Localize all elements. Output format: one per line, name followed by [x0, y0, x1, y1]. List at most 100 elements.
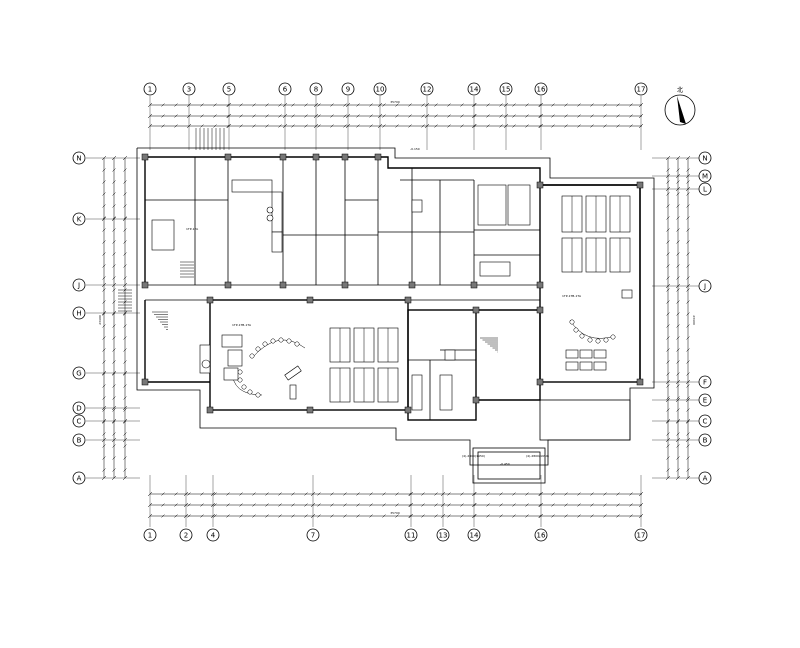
svg-text:17: 17: [637, 532, 646, 540]
grid-bubble-f: F: [698, 375, 712, 389]
interior-walls: [145, 157, 540, 420]
grid-bubble-4: 4: [206, 528, 220, 542]
grid-bubble-c: C: [698, 414, 712, 428]
grid-bubble-16: 16: [534, 82, 548, 96]
svg-text:H: H: [76, 310, 81, 318]
north-arrow-label: 北: [677, 86, 683, 94]
grid-bubble-15: 15: [499, 82, 513, 96]
grid-bubble-j: J: [72, 278, 86, 292]
grid-bubble-1: 1: [143, 528, 157, 542]
grid-bubble-14: 14: [467, 82, 481, 96]
grid-bubble-h: H: [72, 306, 86, 320]
grid-bubble-c: C: [72, 414, 86, 428]
svg-text:14: 14: [470, 86, 479, 94]
grid-bubble-j: J: [698, 279, 712, 293]
svg-text:4: 4: [211, 532, 216, 540]
bottom-dimension-lines: [147, 491, 644, 519]
grid-bubble-b: B: [698, 433, 712, 447]
grid-bubble-m: M: [698, 169, 712, 183]
svg-text:14: 14: [470, 532, 479, 540]
grid-bubble-11: 11: [404, 528, 418, 542]
svg-text:6: 6: [283, 86, 288, 94]
svg-text:5: 5: [227, 86, 231, 94]
svg-text:9: 9: [346, 86, 350, 94]
structural-columns: [141, 153, 644, 414]
svg-text:2: 2: [184, 532, 188, 540]
bottom-grid-bubbles: 1 2 4 7 11 13 14 16 17: [143, 528, 648, 542]
left-grid-bubbles: N K J H G DC B A: [72, 151, 86, 485]
left-overall-dimension: 23400: [98, 315, 102, 325]
grid-bubble-g: G: [72, 366, 86, 380]
svg-text:N: N: [76, 155, 81, 163]
svg-text:A: A: [77, 475, 82, 483]
section-mark-2: (4)-2800(1950): [526, 454, 549, 458]
display-panels-left-hall: [329, 327, 399, 403]
svg-text:K: K: [77, 216, 82, 224]
top-dimension-lines: [147, 102, 644, 129]
grid-bubble-n: N: [72, 151, 86, 165]
grid-bubble-8: 8: [309, 82, 323, 96]
svg-text:15: 15: [502, 86, 511, 94]
curved-seating: [231, 319, 616, 400]
svg-text:C: C: [703, 418, 708, 426]
svg-text:10: 10: [376, 86, 385, 94]
grid-bubble-9: 9: [341, 82, 355, 96]
svg-text:B: B: [77, 437, 82, 445]
svg-text:B: B: [703, 437, 708, 445]
level-mark-top: -0.150: [410, 147, 420, 151]
svg-text:L: L: [703, 186, 707, 194]
grid-bubble-7: 7: [306, 528, 320, 542]
grid-bubble-17: 17: [634, 82, 648, 96]
grid-bubble-k: K: [72, 212, 86, 226]
grid-bubble-13: 13: [436, 528, 450, 542]
grid-bubble-6: 6: [278, 82, 292, 96]
svg-text:8: 8: [314, 86, 318, 94]
grid-bubble-10: 10: [373, 82, 387, 96]
svg-text:1: 1: [148, 86, 152, 94]
stair-label-left: 1TP-1TA: [186, 227, 199, 231]
right-hall-label: 1TP-1TB-1TA: [562, 294, 582, 298]
level-mark-bottom: -0.450: [500, 462, 510, 466]
svg-text:J: J: [703, 283, 706, 291]
svg-text:N: N: [702, 155, 707, 163]
grid-bubble-d: D: [72, 401, 86, 415]
right-dimension-lines: [665, 155, 691, 481]
grid-bubble-14: 14: [467, 528, 481, 542]
grid-bubble-l: L: [698, 182, 712, 196]
grid-bubble-16: 16: [534, 528, 548, 542]
grid-bubble-a: A: [698, 471, 712, 485]
svg-text:11: 11: [407, 532, 416, 540]
bottom-overall-dimension: 35700: [390, 511, 400, 515]
left-dimension-lines: [101, 155, 128, 481]
svg-text:16: 16: [537, 86, 546, 94]
hall-label: 1TP-1TB-1TA: [232, 323, 252, 327]
svg-text:12: 12: [423, 86, 432, 94]
svg-text:C: C: [77, 418, 82, 426]
grid-bubble-5: 5: [222, 82, 236, 96]
svg-text:D: D: [76, 405, 81, 413]
grid-lines: [86, 96, 702, 527]
svg-text:13: 13: [439, 532, 448, 540]
svg-text:7: 7: [311, 532, 315, 540]
svg-text:17: 17: [637, 86, 646, 94]
stairs: [118, 128, 498, 353]
svg-text:J: J: [77, 282, 80, 290]
grid-bubble-e: E: [698, 393, 712, 407]
grid-bubble-12: 12: [420, 82, 434, 96]
svg-text:F: F: [703, 379, 707, 387]
svg-text:G: G: [76, 370, 81, 378]
misc-furniture: [151, 179, 633, 411]
grid-bubble-a: A: [72, 471, 86, 485]
top-grid-bubbles: 1 3 5 6 8 9 10 12 14 15 16 17: [143, 82, 648, 96]
grid-bubble-b: B: [72, 433, 86, 447]
north-arrow: 北: [664, 86, 696, 126]
top-overall-dimension: 35700: [390, 100, 400, 104]
section-mark-1: (4)-2800(1950): [462, 454, 485, 458]
display-panels-right-hall: [561, 195, 631, 371]
right-grid-bubbles: N ML J FE C B A: [698, 151, 712, 485]
grid-bubble-n: N: [698, 151, 712, 165]
svg-text:A: A: [703, 475, 708, 483]
svg-text:M: M: [702, 173, 708, 181]
grid-bubble-3: 3: [182, 82, 196, 96]
